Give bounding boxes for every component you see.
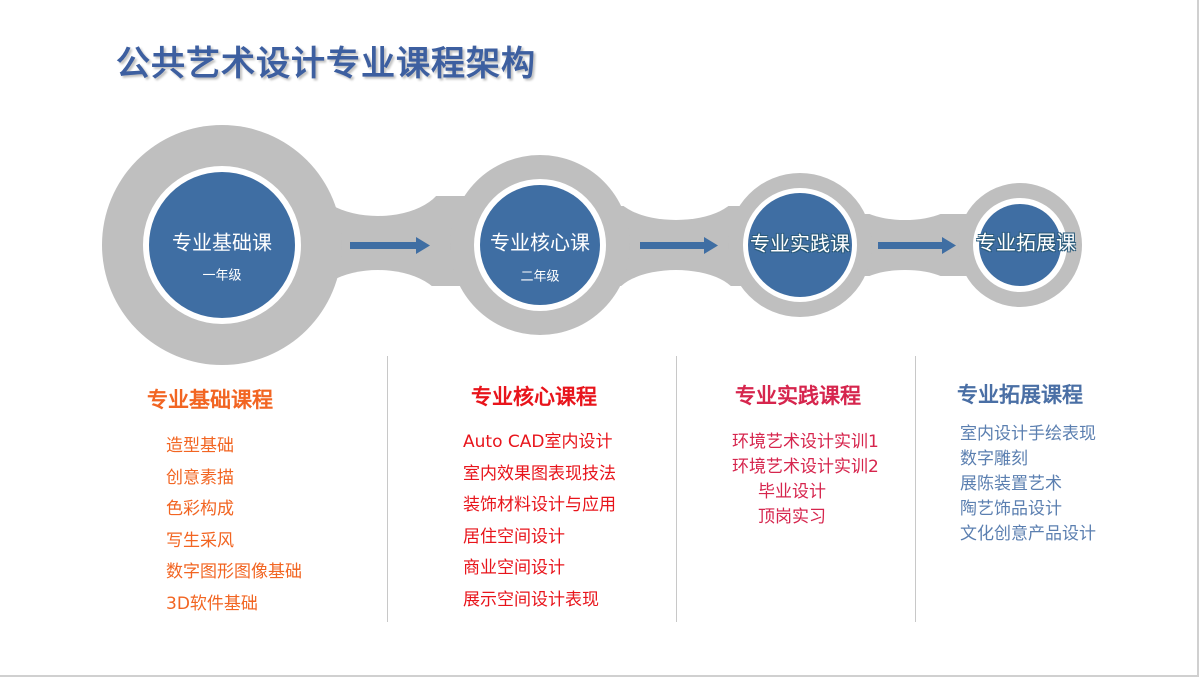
core-course-list: Auto CAD室内设计 室内效果图表现技法 装饰材料设计与应用 居住空间设计 …: [463, 427, 616, 617]
list-item: 陶艺饰品设计: [960, 499, 1062, 519]
arrow-2: [640, 237, 718, 254]
list-item: 创意素描: [166, 467, 234, 488]
node-extension-label: 专业拓展课: [976, 230, 1076, 255]
extension-course-list: 室内设计手绘表现 数字雕刻 展陈装置艺术 陶艺饰品设计 文化创意产品设计: [960, 422, 1096, 547]
node-foundation-grade: 一年级: [202, 268, 242, 284]
arrow-1: [350, 237, 430, 254]
column-divider-1: [387, 356, 388, 622]
node-foundation-label: 专业基础课: [172, 230, 272, 255]
node-core-grade: 二年级: [520, 269, 560, 285]
node-practice-label: 专业实践课: [750, 231, 850, 256]
list-item: 居住空间设计: [463, 526, 565, 547]
list-item: 商业空间设计: [463, 558, 565, 579]
extension-heading: 专业拓展课程: [957, 383, 1083, 407]
core-heading: 专业核心课程: [471, 385, 597, 409]
page-title: 公共艺术设计专业课程架构: [116, 44, 536, 84]
node-practice: [728, 173, 872, 317]
node-extension: [958, 183, 1082, 307]
list-item: 顶岗实习: [758, 507, 826, 527]
list-item: 展陈装置艺术: [960, 474, 1062, 494]
list-item: 数字雕刻: [960, 449, 1028, 469]
column-divider-3: [915, 356, 916, 622]
list-item: 室内效果图表现技法: [463, 463, 616, 484]
list-item: 装饰材料设计与应用: [463, 495, 616, 516]
node-core: [450, 155, 630, 335]
list-item: 造型基础: [166, 436, 234, 456]
connector-notches: [312, 140, 957, 346]
list-item: 环境艺术设计实训2: [732, 457, 879, 477]
list-item: 色彩构成: [166, 499, 234, 520]
practice-heading: 专业实践课程: [735, 384, 861, 408]
list-item: 数字图形图像基础: [166, 562, 302, 583]
list-item: 毕业设计: [758, 482, 826, 502]
column-divider-2: [676, 356, 677, 622]
list-item: Auto CAD室内设计: [463, 432, 613, 452]
list-item: 文化创意产品设计: [960, 524, 1096, 544]
arrow-3: [878, 237, 956, 254]
foundation-course-list: 造型基础 创意素描 色彩构成 写生采风 数字图形图像基础 3D软件基础: [166, 431, 302, 621]
list-item: 展示空间设计表现: [463, 589, 599, 610]
list-item: 写生采风: [166, 530, 234, 551]
node-foundation: [102, 125, 342, 365]
foundation-heading: 专业基础课程: [147, 388, 273, 412]
list-item: 3D软件基础: [166, 593, 258, 614]
list-item: 环境艺术设计实训1: [732, 432, 879, 452]
list-item: 室内设计手绘表现: [960, 424, 1096, 444]
node-core-label: 专业核心课: [490, 230, 590, 255]
practice-course-list: 环境艺术设计实训1 环境艺术设计实训2 毕业设计 顶岗实习: [732, 430, 879, 530]
